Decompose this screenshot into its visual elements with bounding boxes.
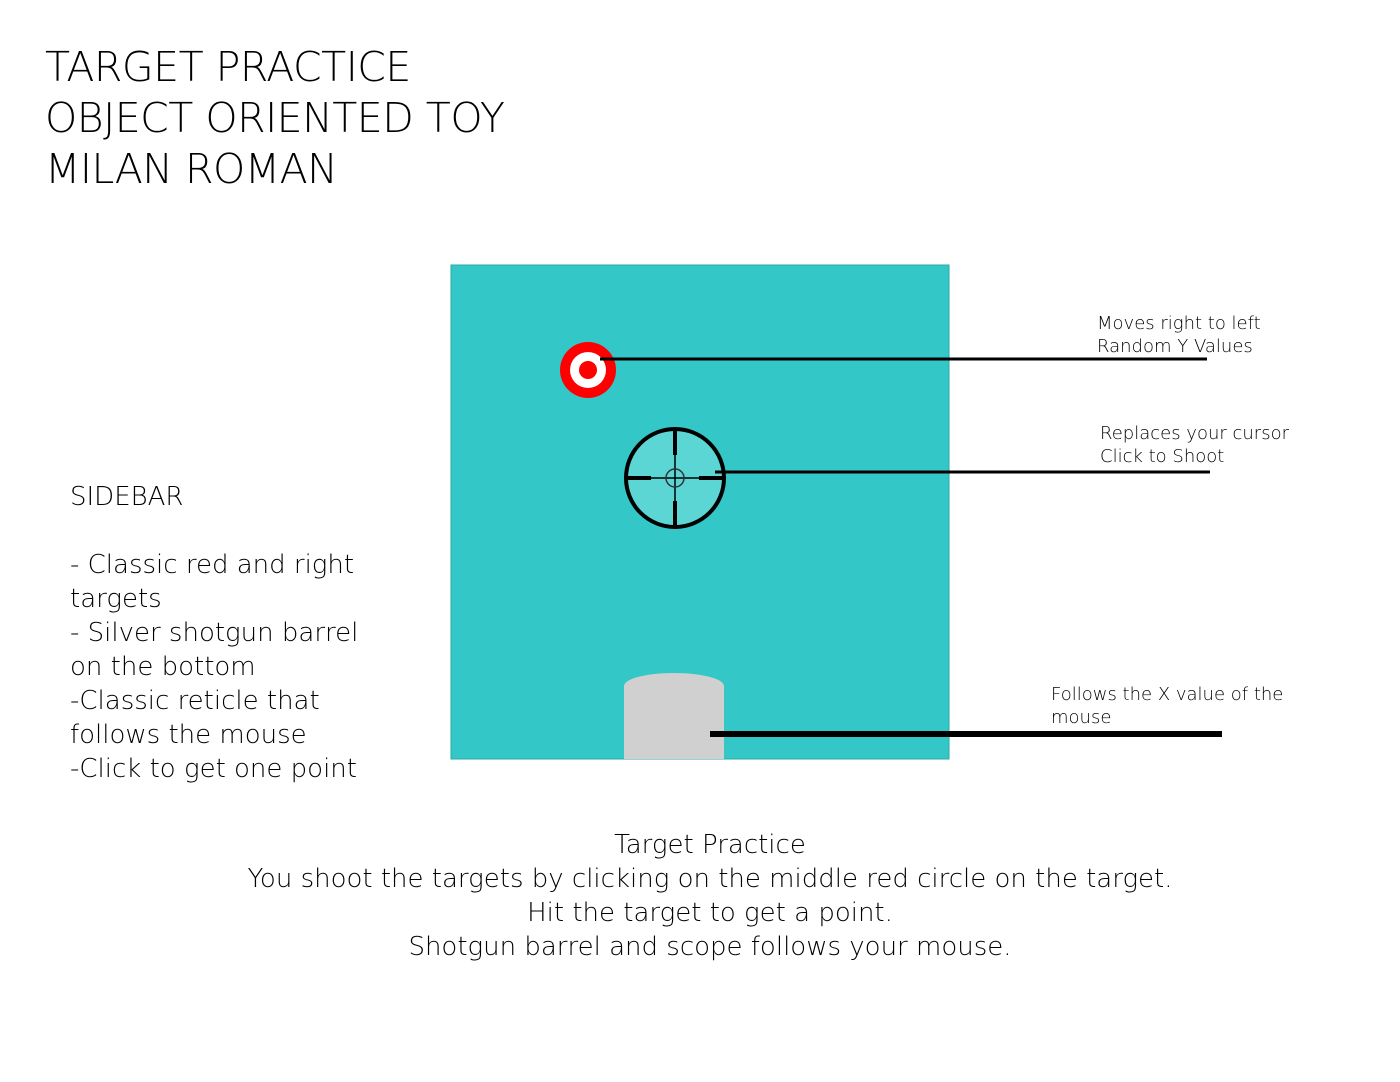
sidebar-heading: SIDEBAR <box>70 482 184 512</box>
title-line: OBJECT ORIENTED TOY <box>45 94 505 142</box>
description-line: Shotgun barrel and scope follows your mo… <box>408 932 1012 962</box>
title-line: TARGET PRACTICE <box>45 43 411 91</box>
target-icon <box>560 342 616 398</box>
page-title: TARGET PRACTICE OBJECT ORIENTED TOY MILA… <box>45 42 505 195</box>
sidebar-notes: SIDEBAR - Classic red and right targets … <box>70 480 390 786</box>
annotation-line: mouse <box>1051 707 1112 728</box>
description-line: Hit the target to get a point. <box>527 898 893 928</box>
sidebar-item: - Classic red and right targets <box>70 550 355 614</box>
description-line: You shoot the targets by clicking on the… <box>247 864 1173 894</box>
shotgun-barrel <box>624 673 724 759</box>
game-description: Target Practice You shoot the targets by… <box>0 828 1400 964</box>
annotation-line: Click to Shoot <box>1100 446 1225 467</box>
sidebar-item: -Click to get one point <box>70 754 357 784</box>
annotation-line: Moves right to left <box>1097 313 1261 334</box>
reticle-annotation: Replaces your cursor Click to Shoot <box>1100 422 1289 468</box>
barrel-annotation: Follows the X value of the mouse <box>1051 683 1283 729</box>
target-annotation: Moves right to left Random Y Values <box>1097 312 1261 358</box>
annotation-line: Replaces your cursor <box>1100 423 1289 444</box>
reticle-icon <box>624 427 726 529</box>
sidebar-item: -Classic reticle that follows the mouse <box>70 686 320 750</box>
description-heading: Target Practice <box>614 830 806 860</box>
sidebar-item: - Silver shotgun barrel on the bottom <box>70 618 359 682</box>
title-line: MILAN ROMAN <box>45 145 338 193</box>
annotation-line: Follows the X value of the <box>1051 684 1284 705</box>
annotation-line: Random Y Values <box>1097 336 1253 357</box>
